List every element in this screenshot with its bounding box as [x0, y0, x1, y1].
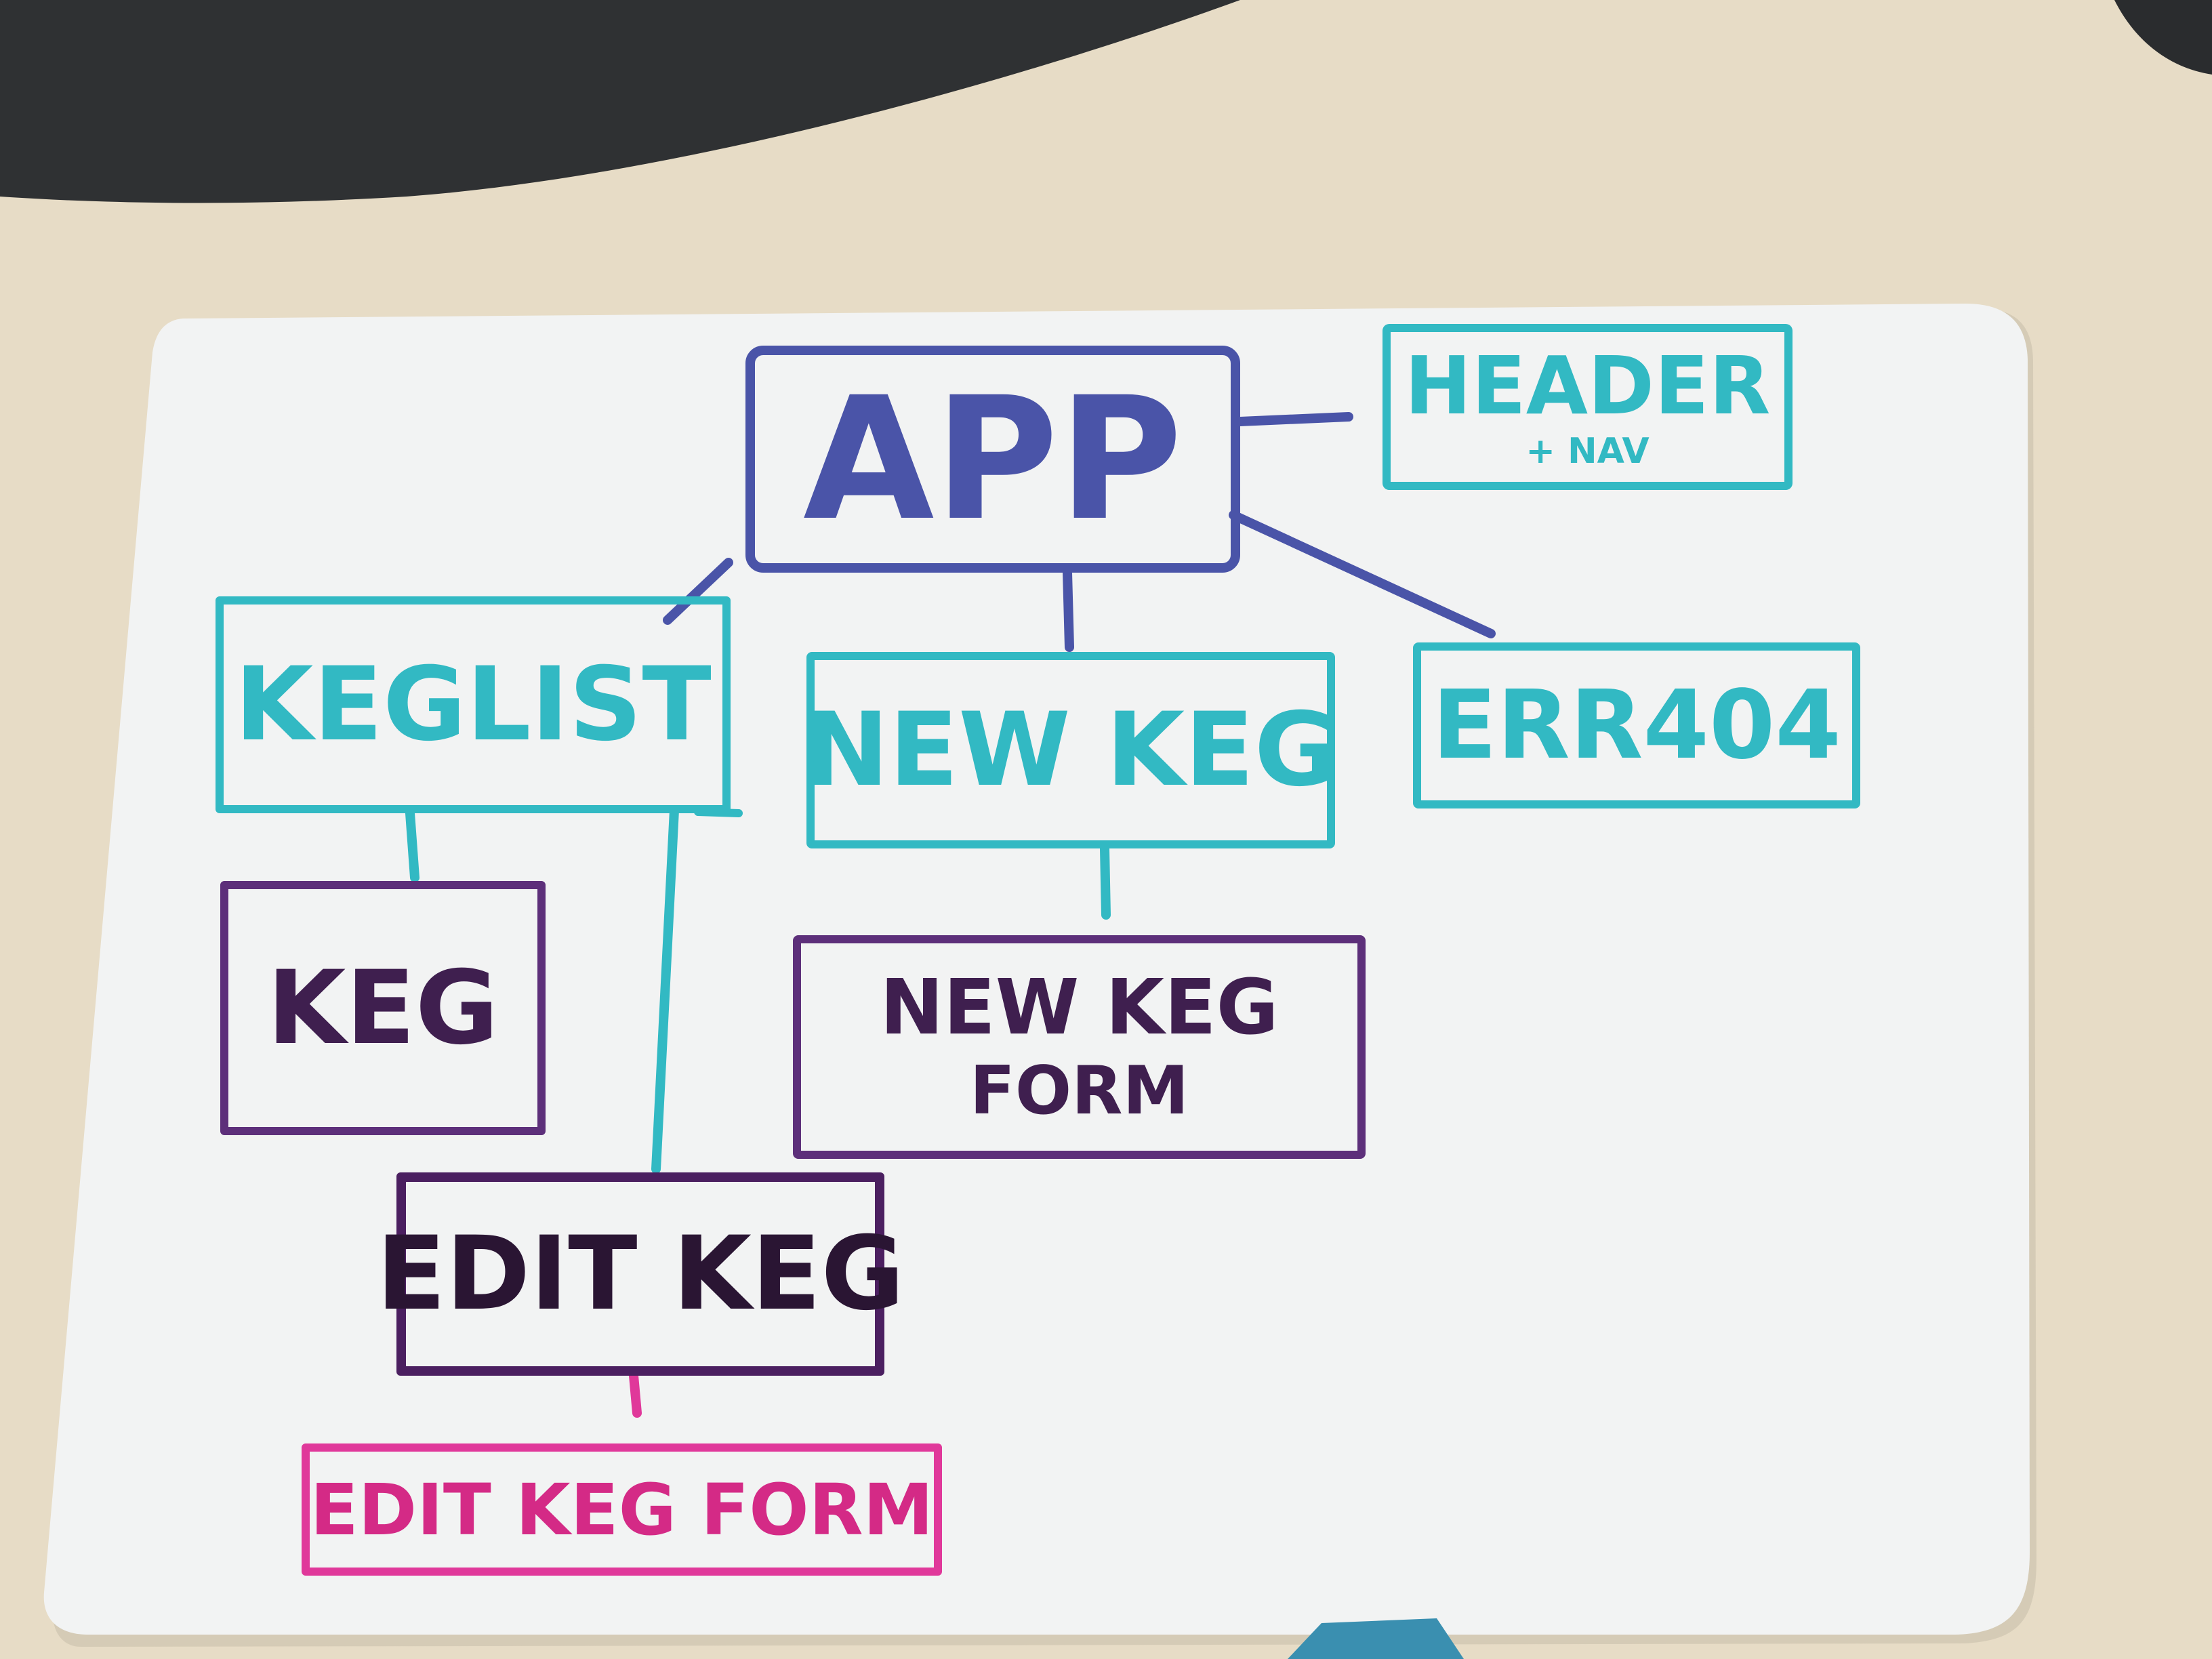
node-header-sublabel: + NAV [1525, 430, 1650, 472]
node-header: HEADER + NAV [1382, 324, 1793, 490]
node-keg-label: KEG [267, 949, 499, 1067]
laptop-edge [0, 0, 1240, 203]
node-editkegform-label: EDIT KEG FORM [310, 1468, 934, 1551]
node-editkeg-label: EDIT KEG [376, 1215, 905, 1333]
node-newkegform: NEW KEG FORM [793, 935, 1366, 1159]
node-newkegform-label: NEW KEG [880, 964, 1279, 1052]
node-newkeg-label: NEW KEG [804, 691, 1338, 809]
laptop-corner [2114, 0, 2212, 75]
edge-editkeg-editkegform [629, 1371, 642, 1418]
node-editkegform: EDIT KEG FORM [302, 1443, 942, 1576]
node-err404-label: ERR404 [1432, 670, 1841, 781]
node-err404: ERR404 [1413, 642, 1860, 808]
node-editkeg: EDIT KEG [376, 1172, 905, 1376]
cloth-bottom [1288, 1618, 1464, 1659]
edge-app-newkeg [1063, 568, 1074, 652]
edge-keglist-editkeg [651, 805, 679, 1174]
edge-app-header [1235, 412, 1353, 426]
edge-app-keglist [663, 558, 733, 625]
edge-keglist-keg [405, 808, 419, 882]
node-newkegform-label2: FORM [969, 1052, 1189, 1130]
node-keg: KEG [220, 881, 546, 1135]
edge-newkeg-newkegform [1100, 844, 1111, 920]
node-app: APP [745, 346, 1240, 573]
node-app-label: APP [803, 360, 1183, 558]
edge-app-err404 [1229, 510, 1496, 638]
node-newkeg: NEW KEG [804, 652, 1338, 848]
node-header-label: HEADER [1404, 338, 1771, 432]
node-keglist-label: KEGLIST [234, 646, 712, 764]
whiteboard [43, 304, 2030, 1635]
node-keglist: KEGLIST [216, 596, 731, 813]
